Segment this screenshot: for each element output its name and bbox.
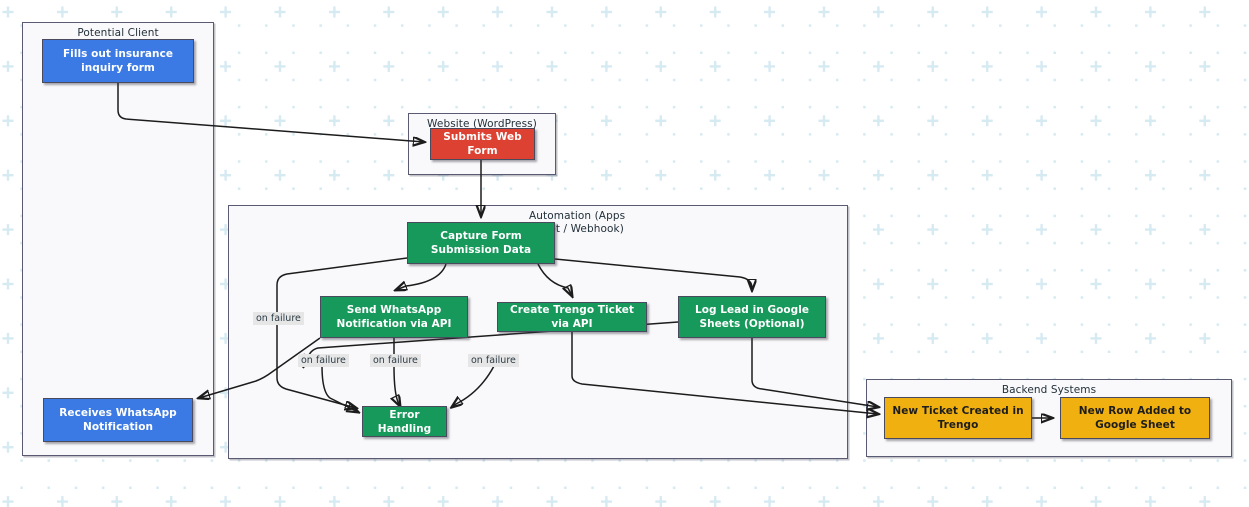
container-potential-client: Potential Client [22, 22, 214, 456]
container-title-backend-systems: Backend Systems [1001, 384, 1097, 396]
node-error-handling[interactable]: Error Handling [362, 406, 447, 437]
node-fills-out-form[interactable]: Fills out insurance inquiry form [42, 39, 194, 83]
node-label: Capture Form Submission Data [430, 230, 532, 256]
node-receives-whatsapp[interactable]: Receives WhatsApp Notification [43, 398, 193, 442]
edge-label-on-failure-4: on failure [468, 354, 519, 367]
node-label: Receives WhatsApp Notification [59, 407, 177, 433]
node-capture-form-submission[interactable]: Capture Form Submission Data [407, 222, 555, 264]
node-label: New Ticket Created in Trengo [892, 405, 1024, 431]
edge-label-on-failure-1: on failure [253, 312, 304, 325]
node-log-lead-google-sheets[interactable]: Log Lead in Google Sheets (Optional) [678, 296, 826, 338]
node-create-trengo-ticket[interactable]: Create Trengo Ticket via API [497, 302, 647, 332]
node-label: Send WhatsApp Notification via API [336, 304, 452, 330]
node-submits-web-form[interactable]: Submits Web Form [430, 128, 535, 160]
node-label: Submits Web Form [443, 131, 522, 157]
container-title-website: Website (WordPress) [427, 118, 537, 130]
edge-label-text: on failure [256, 313, 301, 324]
node-label: New Row Added to Google Sheet [1078, 405, 1192, 431]
node-label: Create Trengo Ticket via API [510, 304, 634, 330]
edge-label-on-failure-2: on failure [298, 354, 349, 367]
edge-label-text: on failure [373, 355, 418, 366]
node-new-row-added-google-sheet[interactable]: New Row Added to Google Sheet [1060, 397, 1210, 439]
edge-label-on-failure-3: on failure [370, 354, 421, 367]
edge-label-text: on failure [301, 355, 346, 366]
edge-label-text: on failure [471, 355, 516, 366]
node-send-whatsapp-notification[interactable]: Send WhatsApp Notification via API [320, 296, 468, 338]
node-label: Error Handling [377, 408, 432, 435]
node-label: Log Lead in Google Sheets (Optional) [694, 304, 810, 330]
container-title-potential-client: Potential Client [77, 27, 159, 39]
node-new-ticket-created-trengo[interactable]: New Ticket Created in Trengo [884, 397, 1032, 439]
container-title-automation: Automation (Apps Script / Webhook) [529, 210, 626, 235]
node-label: Fills out insurance inquiry form [62, 48, 174, 74]
